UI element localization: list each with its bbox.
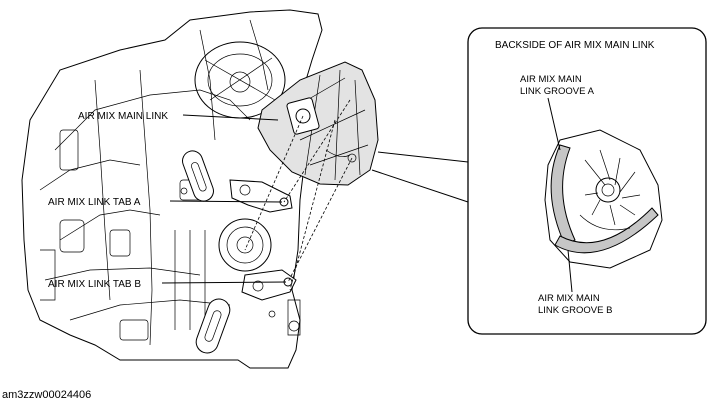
label-air-mix-main-link-text: AIR MIX MAIN LINK (78, 111, 168, 122)
label-groove-b-line1: AIR MIX MAIN (538, 293, 600, 304)
inset-backside-view: BACKSIDE OF AIR MIX MAIN LINK AIR MIX MA… (467, 27, 707, 335)
label-air-mix-link-tab-a: AIR MIX LINK TAB A (48, 197, 283, 208)
label-groove-a-line1: AIR MIX MAIN (520, 74, 582, 85)
air-mix-main-link-part (257, 61, 379, 186)
label-air-mix-link-tab-a-text: AIR MIX LINK TAB A (48, 197, 141, 208)
label-air-mix-main-link: AIR MIX MAIN LINK (78, 111, 279, 122)
label-air-mix-link-tab-b: AIR MIX LINK TAB B (48, 279, 287, 290)
heater-unit-housing (21, 9, 379, 369)
label-groove-b-line2: LINK GROOVE B (538, 305, 612, 316)
link-tab-b-arm (241, 269, 297, 301)
figure-code: am3zzw00024406 (2, 389, 91, 401)
inset-title: BACKSIDE OF AIR MIX MAIN LINK (495, 40, 655, 51)
lower-slotted-lever (195, 298, 231, 354)
label-groove-a-line2: LINK GROOVE A (520, 86, 595, 97)
upper-slotted-lever (182, 150, 214, 202)
air-mix-main-link-backside (544, 129, 663, 269)
label-air-mix-link-tab-b-text: AIR MIX LINK TAB B (48, 279, 141, 290)
link-tab-a-arm (229, 179, 293, 213)
